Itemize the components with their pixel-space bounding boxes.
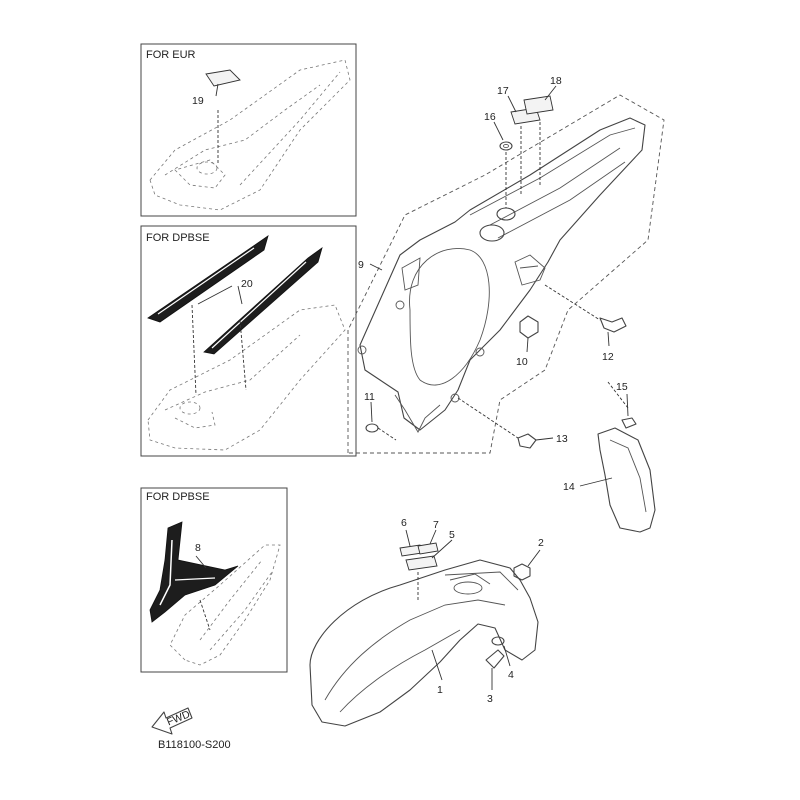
washer-4: [491, 636, 505, 646]
bolt-12: [599, 317, 627, 333]
callout-4: 4: [508, 669, 514, 681]
callout-14: 14: [563, 481, 575, 493]
bolt-13: [517, 433, 537, 449]
callout-1: 1: [437, 684, 443, 696]
screw-15: [621, 417, 637, 429]
rear-fender-assembly: 16 17 18 9 10 11 12 13: [347, 75, 665, 454]
callout-3: 3: [487, 693, 493, 705]
washer-11: [365, 423, 379, 433]
reference-code: B118100-S200: [158, 739, 231, 751]
fwd-arrow-icon: [151, 707, 193, 735]
callout-16: 16: [484, 111, 496, 123]
grommet-16: [499, 141, 513, 151]
callout-5: 5: [449, 529, 455, 541]
fwd-arrow: FWD: [151, 707, 193, 735]
callout-9: 9: [358, 259, 364, 271]
sticker-5: [405, 555, 438, 571]
inset-for-eur: FOR EUR 19: [140, 43, 357, 217]
callout-19: 19: [192, 95, 204, 107]
callout-2: 2: [538, 537, 544, 549]
callout-15: 15: [616, 381, 628, 393]
inset-for-dpbse-rear: FOR DPBSE 20: [140, 225, 357, 457]
callout-11: 11: [364, 391, 375, 403]
callout-8: 8: [195, 542, 201, 554]
callout-12: 12: [602, 351, 614, 363]
bolt-3: [485, 649, 505, 669]
nut-2: [513, 563, 531, 581]
callout-6: 6: [401, 517, 407, 529]
nut-10: [519, 315, 539, 339]
sticker-19: [205, 69, 241, 87]
sticker-7: [417, 542, 439, 555]
sticker-18: [523, 95, 554, 115]
callout-7: 7: [433, 519, 439, 531]
callout-18: 18: [550, 75, 562, 87]
front-fender-assembly: 1 2 3 4 6 7 5: [309, 517, 544, 727]
callout-13: 13: [556, 433, 568, 445]
callout-10: 10: [516, 356, 528, 368]
front-fender-1: [309, 559, 539, 727]
inset-label-dpbse-rear: FOR DPBSE: [146, 232, 210, 244]
rear-fender: [359, 117, 646, 431]
callout-20: 20: [241, 278, 253, 290]
inset-label-dpbse-front: FOR DPBSE: [146, 491, 210, 503]
fwd-label: FWD: [165, 708, 192, 728]
callout-17: 17: [497, 85, 509, 97]
inset-label-eur: FOR EUR: [146, 49, 196, 61]
mud-flap-assembly: 14 15: [563, 381, 656, 533]
mud-flap-14: [597, 427, 656, 533]
inset-for-dpbse-front: FOR DPBSE 8: [140, 487, 288, 673]
